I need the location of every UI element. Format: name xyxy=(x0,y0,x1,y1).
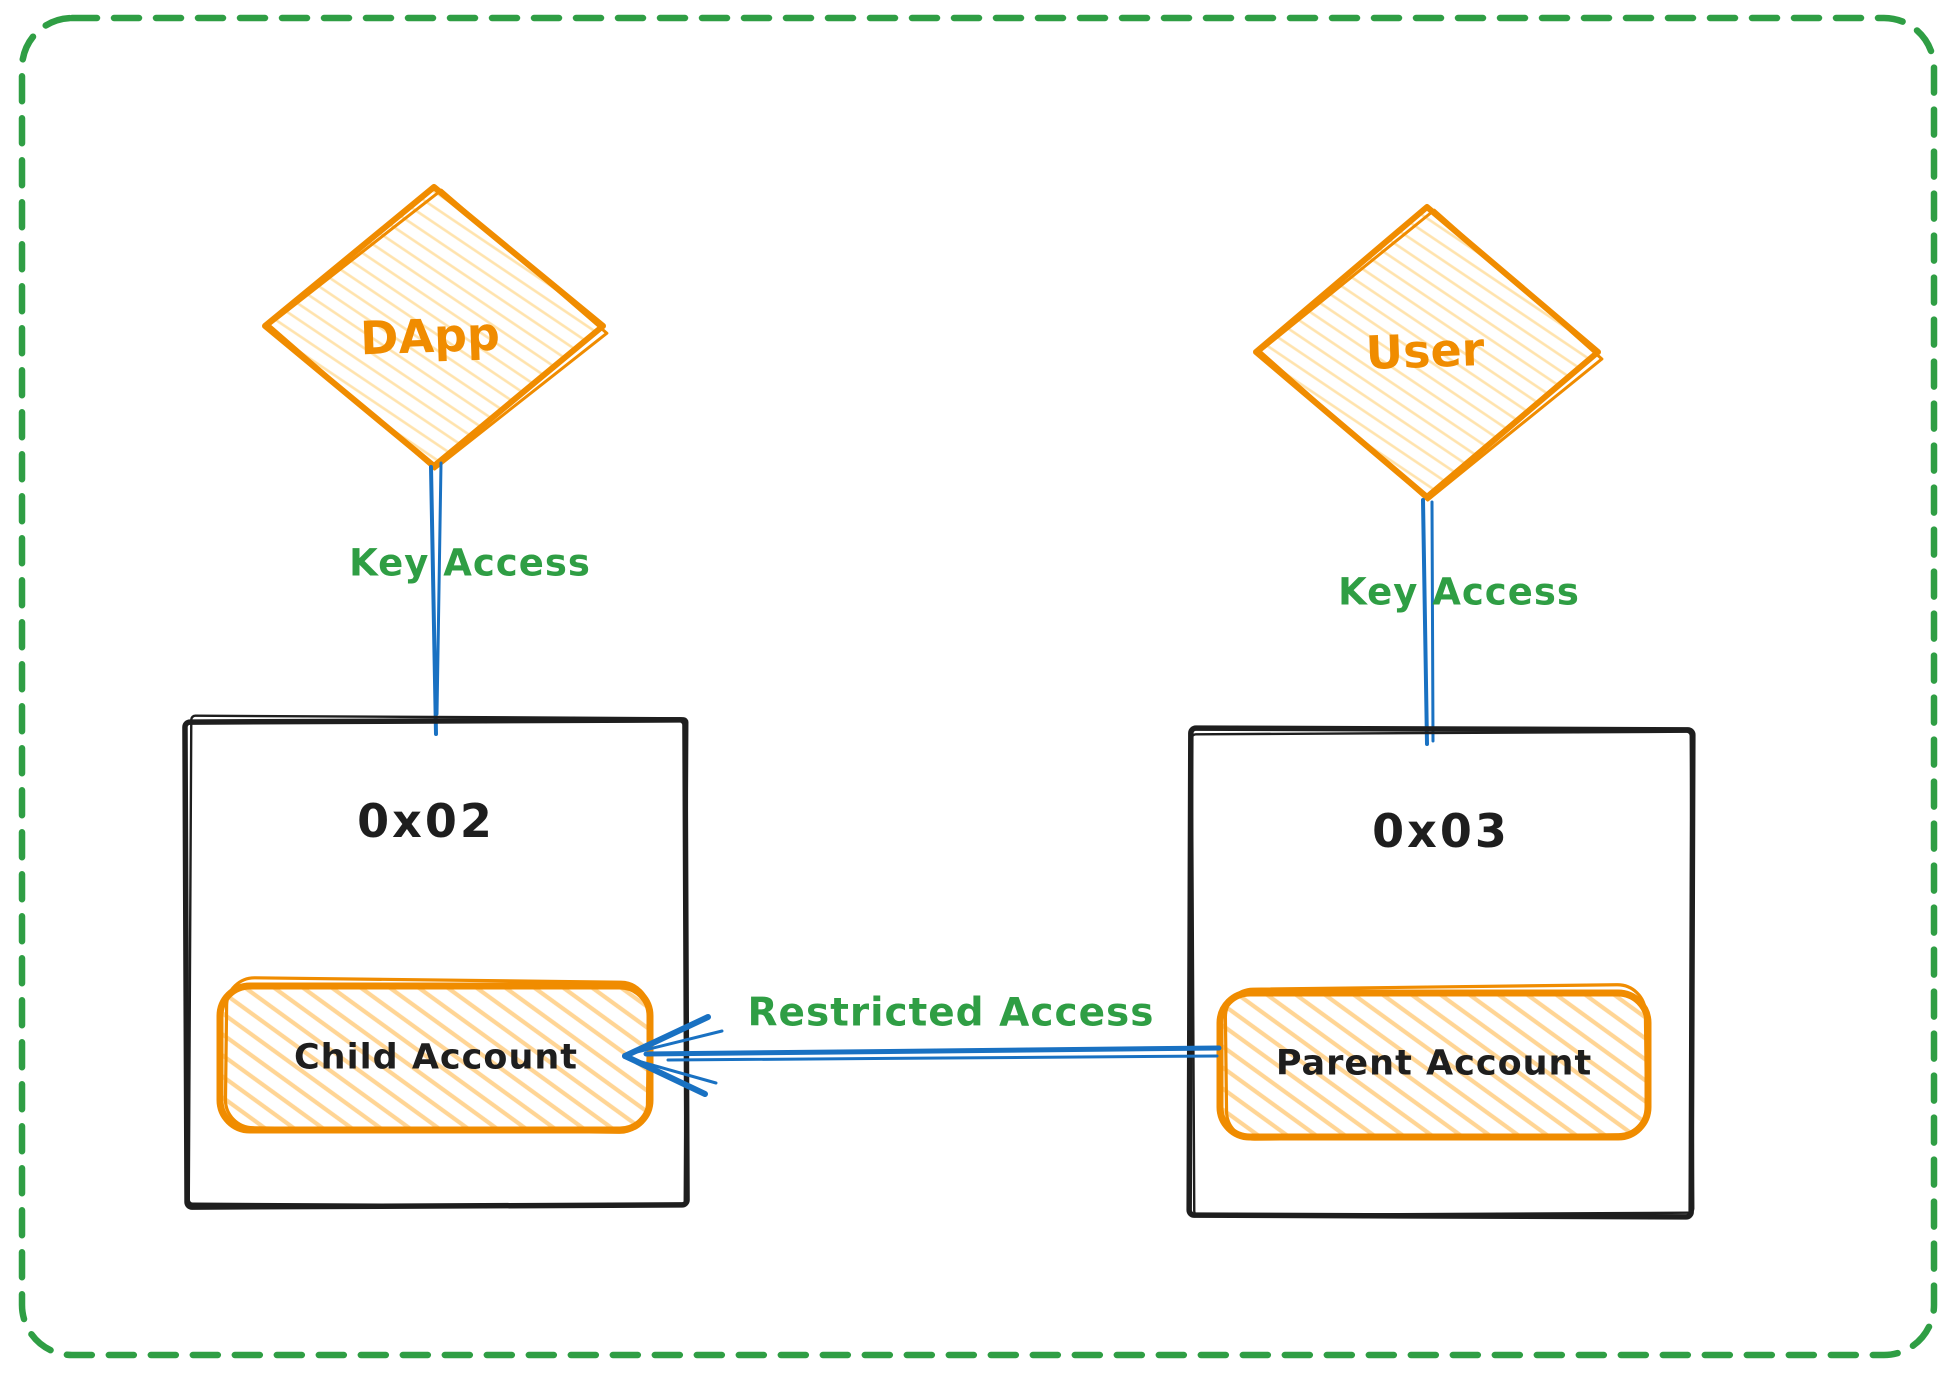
box-0x02-sketch-outline xyxy=(187,714,689,1208)
child-account-shape xyxy=(216,976,654,1134)
box-0x02-outline xyxy=(182,717,690,1210)
canvas-dashed-border xyxy=(18,14,1938,1359)
dapp-diamond-shape xyxy=(262,184,609,471)
dapp-key-access-label: Key Access xyxy=(349,541,591,585)
restricted-arrowhead-lower-sketch xyxy=(629,1057,718,1085)
user-connector-line xyxy=(1421,498,1429,746)
restricted-arrowhead-upper-sketch xyxy=(631,1029,724,1055)
dapp-diamond-sketch-outline xyxy=(267,188,609,471)
user-connector-line-sketch xyxy=(1430,500,1435,743)
box-0x03-label: 0x03 xyxy=(1372,804,1510,858)
user-key-access-connector xyxy=(1421,498,1435,746)
box-0x02-shape xyxy=(182,714,690,1210)
restricted-arrow-shaft xyxy=(643,1045,1222,1057)
user-diamond-shape xyxy=(1253,204,1604,502)
box-0x03-outline xyxy=(1186,725,1696,1220)
dapp-label: DApp xyxy=(359,306,501,366)
user-key-access-label: Key Access xyxy=(1338,570,1580,614)
box-0x02-label: 0x02 xyxy=(357,794,495,848)
restricted-access-label: Restricted Access xyxy=(747,990,1155,1036)
user-label: User xyxy=(1364,321,1486,381)
parent-account-label: Parent Account xyxy=(1275,1043,1593,1084)
restricted-arrowhead-upper xyxy=(622,1014,711,1059)
dapp-connector-line-sketch xyxy=(435,461,443,716)
box-0x03-shape xyxy=(1186,725,1696,1220)
user-diamond-sketch-outline xyxy=(1258,208,1604,502)
parent-account-sketch-outline xyxy=(1223,983,1649,1141)
child-account-sketch-outline xyxy=(223,976,651,1134)
restricted-arrow-shaft-sketch xyxy=(666,1054,1219,1062)
dapp-connector-line xyxy=(429,465,438,736)
box-0x03-sketch-outline xyxy=(1190,730,1695,1217)
parent-account-shape xyxy=(1216,983,1652,1141)
restricted-access-arrow xyxy=(622,1014,1222,1097)
dapp-key-access-connector xyxy=(429,461,443,736)
child-account-label: Child Account xyxy=(293,1037,579,1078)
